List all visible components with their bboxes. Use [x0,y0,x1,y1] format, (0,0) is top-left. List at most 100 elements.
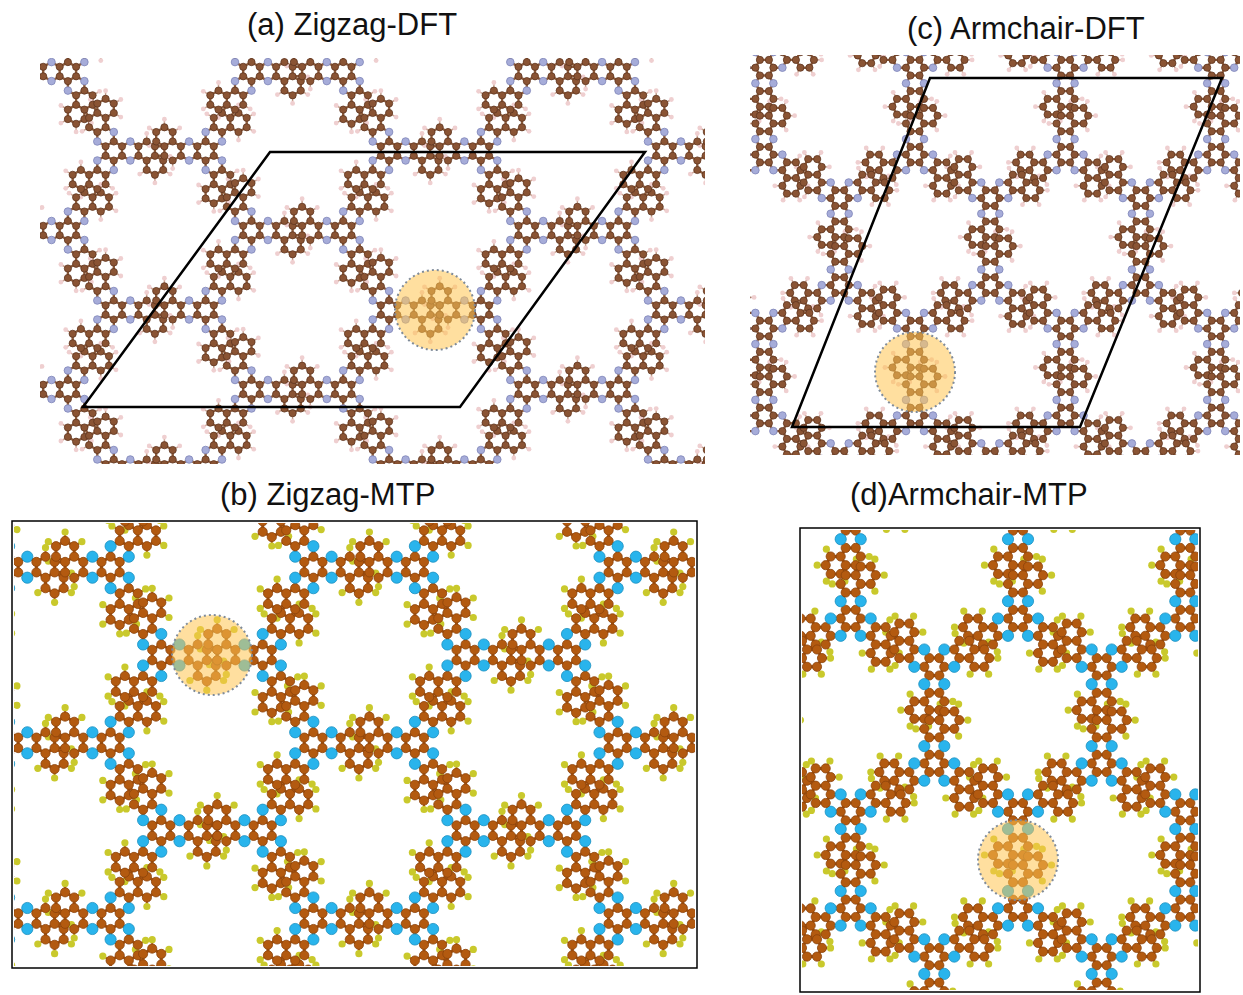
hydrogen-atom [664,509,669,514]
bond [656,11,664,16]
hydrogen-atom [110,504,115,509]
hydrogen-atom [63,345,68,350]
hydrogen-atom [251,111,256,116]
hydrogen-atom [204,429,209,434]
hydrogen-bond [2,250,9,254]
hydrogen-atom [487,527,492,532]
bond [456,0,464,2]
bond [781,272,789,277]
hydrogen-atom [98,217,103,222]
bond [648,25,656,30]
bond [114,0,122,2]
hydrogen-atom [196,200,201,205]
hydrogen-atom [98,535,103,540]
bond [527,553,535,558]
bond [715,156,723,161]
bond [648,502,656,507]
hydrogen-bond [503,497,510,501]
bond [260,553,268,558]
hydrogen-atom [290,419,295,424]
bond [89,502,97,507]
bond [27,394,35,399]
bond [756,286,764,291]
bond [502,48,510,53]
bond [164,474,172,479]
bond [756,488,764,493]
bond [214,11,222,16]
hydrogen-bond [203,582,210,586]
bond [773,272,781,277]
bond [19,62,27,67]
hydrogen-atom [24,514,29,519]
bond [568,553,576,558]
bond [101,34,109,39]
bond [748,301,756,306]
bond [235,553,243,558]
bond [510,525,518,530]
hydrogen-atom [118,433,123,438]
bond [84,525,92,530]
hydrogen-atom [211,209,216,214]
bond [155,11,163,16]
bond [723,315,731,320]
hydrogen-bond [474,503,481,507]
bond [519,510,527,515]
bond [84,502,89,510]
bond [652,510,660,515]
bond [76,596,84,601]
bond [689,474,697,479]
hydrogen-atom [118,256,123,261]
bond [19,221,27,226]
hydrogen-atom [216,592,221,597]
bond [506,25,511,33]
hydrogen-bond [576,567,583,571]
bond [147,488,155,493]
bond [114,474,122,479]
bond [706,156,714,161]
bond [707,127,715,132]
bond [9,62,17,67]
bond [268,553,276,558]
hydrogen-atom [153,181,158,186]
hydrogen-atom [40,46,45,51]
bond [76,48,84,53]
bond [648,0,656,2]
hydrogen-bond [69,511,76,515]
bond [89,11,97,16]
hydrogen-atom [566,578,571,583]
bond [27,62,35,67]
hydrogen-atom [97,89,102,94]
hydrogen-bond [243,582,250,586]
bond [643,507,648,515]
bond [673,0,681,2]
hydrogen-bond [479,582,486,586]
bond [9,553,17,558]
bond [343,525,351,530]
hydrogen-atom [40,205,45,210]
bond [35,539,43,544]
bond [764,474,772,479]
bond [648,11,656,16]
bond [489,488,497,493]
bond [130,474,138,479]
bond [481,474,489,479]
hydrogen-atom [0,569,5,574]
bond [697,474,705,479]
hydrogen-atom [217,526,222,531]
hydrogen-atom [476,583,481,588]
bond [206,488,214,493]
hydrogen-bond [109,48,116,52]
bond [106,0,114,2]
bond [560,567,568,572]
bond [586,553,594,558]
bond [560,539,568,544]
hydrogen-atom [168,331,173,336]
bond [97,0,105,2]
bond [106,488,114,493]
bond [235,567,243,572]
hydrogen-atom [285,364,290,369]
hydrogen-atom [114,350,119,355]
bond [0,235,1,240]
bond [656,474,664,479]
bond [568,567,576,572]
